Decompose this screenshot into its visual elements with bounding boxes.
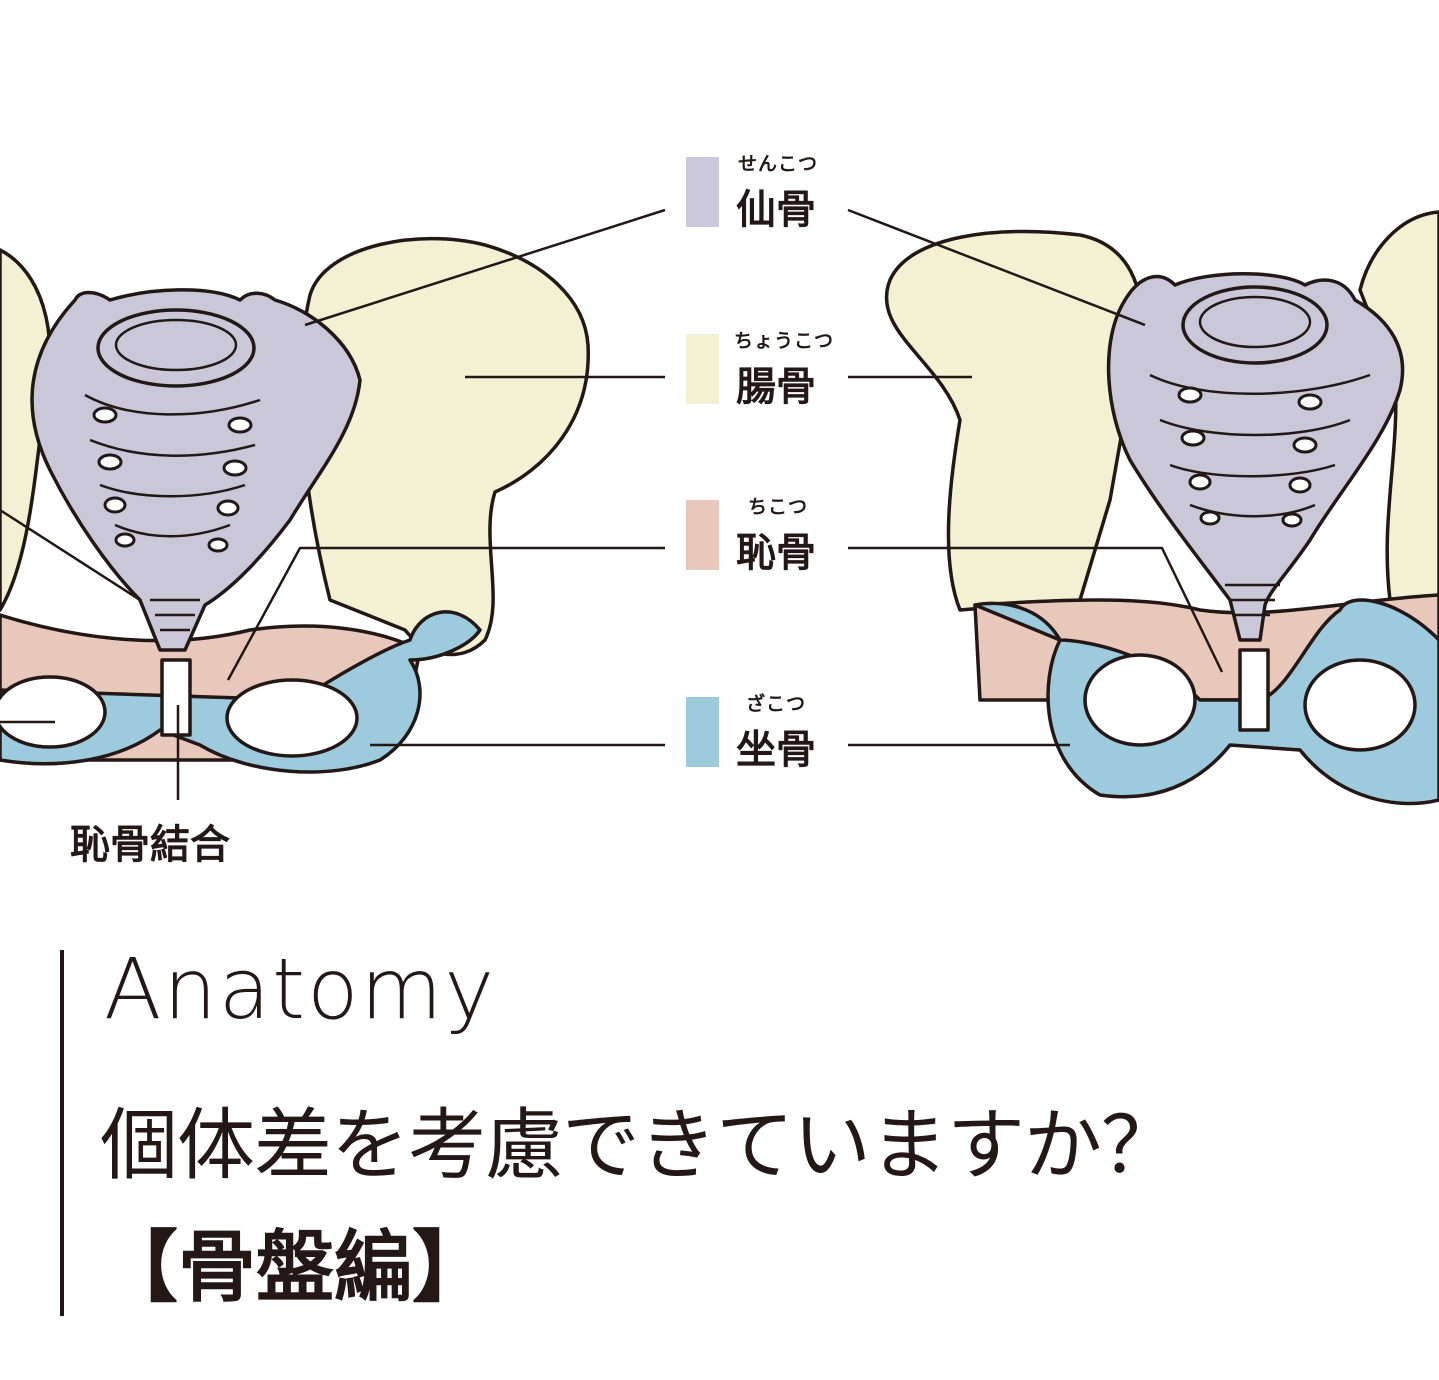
symphysis <box>1238 648 1270 732</box>
ischium-swatch <box>686 697 719 767</box>
title-accent-bar <box>60 950 64 1316</box>
obturator-foramen <box>1303 658 1417 752</box>
bone-name: 仙骨 <box>736 187 816 233</box>
bone-name: 坐骨 <box>736 727 816 773</box>
pelvis-right <box>884 210 1439 806</box>
symphysis <box>160 658 192 737</box>
ischium-left <box>0 610 482 774</box>
furigana: ざこつ <box>746 693 807 715</box>
sacrum-right <box>1106 272 1405 642</box>
category-label: Anatomy <box>104 940 497 1038</box>
legend-pubis: ちこつ 恥骨 <box>686 496 886 578</box>
pelvis-illustration <box>0 208 1439 806</box>
pubis-swatch <box>686 500 719 570</box>
sacrum-left <box>30 288 362 652</box>
pubic-symphysis-label: 恥骨結合 <box>70 822 230 868</box>
furigana: ちょうこつ <box>734 330 835 352</box>
sacrum-swatch <box>686 157 719 227</box>
ilium-swatch <box>686 334 719 404</box>
legend-ischium: ざこつ 坐骨 <box>686 693 886 775</box>
page-title: 個体差を考慮できていますか？ <box>100 1101 1179 1191</box>
furigana: ちこつ <box>748 496 809 518</box>
bone-name: 腸骨 <box>736 364 816 410</box>
pelvis-left <box>0 236 590 774</box>
sacral-base-inner <box>114 318 238 372</box>
leader-lines <box>0 208 1224 800</box>
obturator-foramen <box>0 675 107 749</box>
bone-name: 恥骨 <box>736 530 816 576</box>
legend-ilium: ちょうこつ 腸骨 <box>686 330 886 412</box>
sacral-foramina <box>92 406 253 553</box>
furigana: せんこつ <box>738 153 819 175</box>
sacral-base-inner <box>1198 295 1312 349</box>
obturator-foramen <box>225 678 359 758</box>
ilium-right-a <box>884 229 1143 612</box>
sacral-base <box>96 308 256 388</box>
obturator-foramen <box>1083 653 1197 747</box>
legend-sacrum: せんこつ 仙骨 <box>686 153 886 235</box>
ilium-left <box>298 236 590 657</box>
sacral-foramina <box>1177 386 1323 528</box>
page-subtitle: 【骨盤編】 <box>100 1223 491 1313</box>
sacral-base <box>1181 285 1329 365</box>
